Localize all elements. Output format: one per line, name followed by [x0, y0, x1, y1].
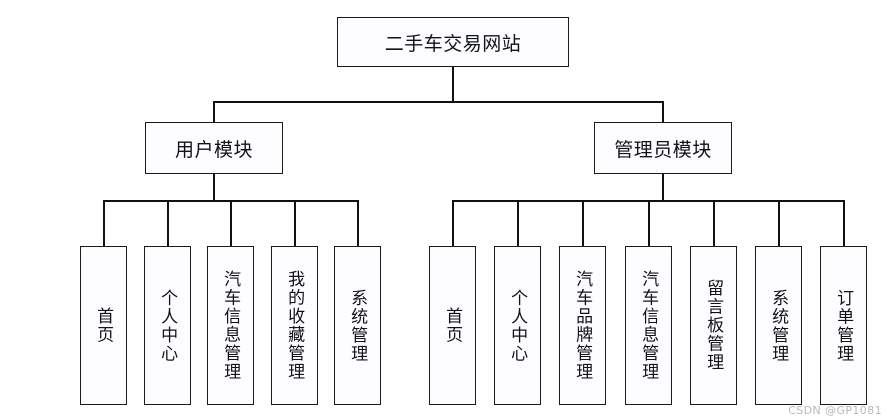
- connector-drop-user-module: [213, 101, 215, 123]
- leaf-node-user-favorites-mgmt-label: 我的收藏管理: [285, 270, 305, 381]
- leaf-node-admin-system-mgmt[interactable]: 系统管理: [755, 246, 802, 405]
- leaf-node-admin-personal-center[interactable]: 个人中心: [494, 246, 541, 405]
- leaf-node-user-personal-center-label: 个人中心: [158, 288, 178, 363]
- connector-drop-user-child-3: [294, 200, 296, 247]
- root-node-site[interactable]: 二手车交易网站: [337, 17, 569, 67]
- leaf-node-admin-order-mgmt-label: 订单管理: [834, 288, 854, 363]
- connector-drop-user-child-4: [357, 200, 359, 247]
- connector-user-module-stem: [213, 173, 215, 201]
- connector-drop-admin-child-6: [843, 200, 845, 247]
- leaf-node-admin-message-board-mgmt[interactable]: 留言板管理: [690, 246, 737, 405]
- leaf-node-user-favorites-mgmt[interactable]: 我的收藏管理: [271, 246, 318, 405]
- leaf-node-user-system-mgmt[interactable]: 系统管理: [334, 246, 381, 405]
- leaf-node-admin-car-info-mgmt[interactable]: 汽车信息管理: [625, 246, 672, 405]
- leaf-node-user-system-mgmt-label: 系统管理: [348, 288, 368, 363]
- module-node-admin[interactable]: 管理员模块: [594, 122, 732, 174]
- leaf-node-admin-personal-center-label: 个人中心: [508, 288, 528, 363]
- leaf-node-user-personal-center[interactable]: 个人中心: [144, 246, 191, 405]
- leaf-node-admin-order-mgmt[interactable]: 订单管理: [820, 246, 867, 405]
- connector-drop-user-child-0: [103, 200, 105, 247]
- connector-root-stem: [452, 66, 454, 102]
- module-node-user[interactable]: 用户模块: [145, 122, 283, 174]
- leaf-node-user-home-label: 首页: [94, 307, 114, 344]
- leaf-node-admin-car-brand-mgmt[interactable]: 汽车品牌管理: [559, 246, 606, 405]
- leaf-node-admin-car-brand-mgmt-label: 汽车品牌管理: [573, 270, 593, 381]
- connector-level1-bus: [213, 101, 664, 103]
- module-node-admin-label: 管理员模块: [614, 139, 712, 161]
- root-node-label: 二手车交易网站: [384, 33, 522, 55]
- leaf-node-admin-car-info-mgmt-label: 汽车信息管理: [639, 270, 659, 381]
- connector-drop-admin-child-1: [517, 200, 519, 247]
- leaf-node-admin-system-mgmt-label: 系统管理: [769, 288, 789, 363]
- connector-drop-admin-child-3: [648, 200, 650, 247]
- leaf-node-user-car-info-mgmt-label: 汽车信息管理: [221, 270, 241, 381]
- connector-drop-admin-module: [662, 101, 664, 123]
- connector-drop-admin-child-5: [778, 200, 780, 247]
- leaf-node-user-home[interactable]: 首页: [80, 246, 127, 405]
- connector-drop-user-child-2: [230, 200, 232, 247]
- module-node-user-label: 用户模块: [174, 139, 253, 161]
- connector-drop-admin-child-0: [452, 200, 454, 247]
- connector-admin-module-stem: [662, 173, 664, 201]
- connector-drop-admin-child-2: [582, 200, 584, 247]
- connector-drop-user-child-1: [167, 200, 169, 247]
- watermark-text: CSDN @GP1081: [788, 404, 882, 417]
- leaf-node-user-car-info-mgmt[interactable]: 汽车信息管理: [207, 246, 254, 405]
- connector-drop-admin-child-4: [713, 200, 715, 247]
- leaf-node-admin-home-label: 首页: [443, 307, 463, 344]
- leaf-node-admin-home[interactable]: 首页: [429, 246, 476, 405]
- leaf-node-admin-message-board-mgmt-label: 留言板管理: [704, 279, 724, 372]
